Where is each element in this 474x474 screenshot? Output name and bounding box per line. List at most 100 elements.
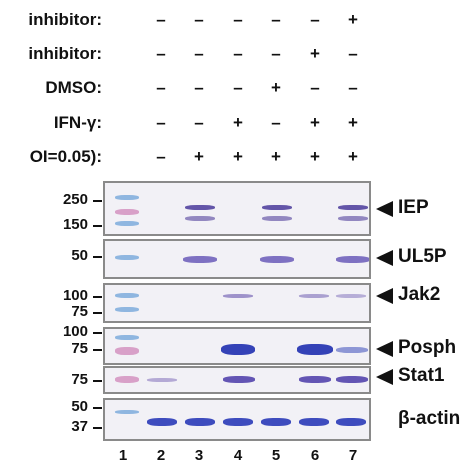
- iep-band: [262, 216, 292, 221]
- condition-label-inhibitor-1: inhibitor:: [28, 10, 102, 29]
- ladder-band: [115, 255, 139, 260]
- mw-tick: [93, 312, 102, 314]
- posph-band: [221, 344, 255, 355]
- condition-symbol: –: [156, 147, 166, 166]
- condition-symbol: +: [271, 78, 281, 97]
- jak2-band: [336, 294, 366, 298]
- posph-band: [297, 344, 333, 355]
- condition-symbol: –: [156, 44, 166, 63]
- condition-symbol: +: [348, 10, 358, 29]
- condition-symbol: +: [348, 147, 358, 166]
- iep-band: [185, 216, 215, 221]
- stat1-band: [223, 376, 255, 383]
- mw-label: 50: [71, 247, 88, 264]
- condition-symbol: –: [233, 78, 243, 97]
- iep-band: [338, 205, 368, 210]
- condition-label-moi: OI=0.05):: [29, 147, 102, 166]
- mw-tick: [93, 296, 102, 298]
- mw-label: 75: [71, 371, 88, 388]
- stat1-band: [336, 376, 368, 383]
- mw-label: 250: [62, 191, 88, 208]
- condition-symbol: +: [348, 113, 358, 132]
- stat1-band: [299, 376, 331, 383]
- iep-band: [338, 216, 368, 221]
- jak2-band: [223, 294, 253, 298]
- mw-label: 75: [71, 303, 88, 320]
- condition-symbol: –: [156, 10, 166, 29]
- lane-number: 7: [348, 447, 358, 464]
- arrow-icon: [376, 369, 393, 385]
- ul5p-band: [336, 256, 369, 263]
- actin-band: [223, 418, 253, 426]
- protein-label-ul5p: UL5P: [398, 246, 447, 267]
- blot-panel-jak2: [103, 283, 371, 323]
- condition-symbol: –: [348, 78, 358, 97]
- condition-symbol: –: [310, 78, 320, 97]
- posph-band: [336, 347, 368, 353]
- condition-symbol: –: [194, 10, 204, 29]
- ladder-band: [115, 347, 139, 355]
- mw-label: 100: [62, 323, 88, 340]
- ladder-band: [115, 410, 139, 414]
- arrow-icon: [376, 201, 393, 217]
- condition-symbol: –: [194, 78, 204, 97]
- lane-number: 2: [156, 447, 166, 464]
- condition-symbol: –: [156, 113, 166, 132]
- ladder-band: [115, 307, 139, 312]
- lane-number: 5: [271, 447, 281, 464]
- actin-band: [299, 418, 329, 426]
- actin-band: [336, 418, 366, 426]
- condition-symbol: +: [310, 147, 320, 166]
- mw-tick: [93, 332, 102, 334]
- mw-label: 150: [62, 216, 88, 233]
- jak2-band: [299, 294, 329, 298]
- mw-tick: [93, 200, 102, 202]
- mw-tick: [93, 349, 102, 351]
- iep-band: [185, 205, 215, 210]
- condition-symbol: +: [194, 147, 204, 166]
- mw-tick: [93, 427, 102, 429]
- mw-label: 75: [71, 340, 88, 357]
- mw-tick: [93, 407, 102, 409]
- arrow-icon: [376, 341, 393, 357]
- actin-band: [261, 418, 291, 426]
- protein-label-iep: IEP: [398, 197, 429, 218]
- condition-symbol: –: [233, 10, 243, 29]
- ul5p-band: [183, 256, 217, 263]
- condition-symbol: –: [194, 113, 204, 132]
- protein-label-posph: Posph: [398, 337, 457, 358]
- condition-symbol: –: [348, 44, 358, 63]
- protein-label-jak2: Jak2: [398, 284, 441, 305]
- lane-number: 4: [233, 447, 243, 464]
- condition-label-ifn: IFN-γ:: [53, 113, 102, 132]
- lane-number: 3: [194, 447, 204, 464]
- ul5p-band: [260, 256, 294, 263]
- iep-band: [262, 205, 292, 210]
- condition-symbol: +: [233, 113, 243, 132]
- blot-panel-iep: [103, 181, 371, 236]
- blot-panel-stat1: [103, 366, 371, 394]
- mw-label: 50: [71, 398, 88, 415]
- condition-symbol: +: [310, 44, 320, 63]
- condition-symbol: –: [194, 44, 204, 63]
- condition-symbol: –: [310, 10, 320, 29]
- condition-symbol: –: [233, 44, 243, 63]
- lane-number: 1: [118, 447, 128, 464]
- ladder-band: [115, 221, 139, 226]
- actin-band: [147, 418, 177, 426]
- blot-panel-beta-actin: [103, 398, 371, 441]
- blot-panel-ul5p: [103, 239, 371, 279]
- arrow-icon: [376, 250, 393, 266]
- condition-symbol: +: [310, 113, 320, 132]
- actin-band: [185, 418, 215, 426]
- stat1-band: [147, 378, 177, 382]
- protein-label-beta-actin: β-actin: [398, 408, 461, 429]
- arrow-icon: [376, 288, 393, 304]
- ladder-band: [115, 376, 139, 383]
- condition-symbol: +: [233, 147, 243, 166]
- condition-symbol: –: [271, 113, 281, 132]
- mw-tick: [93, 256, 102, 258]
- mw-tick: [93, 225, 102, 227]
- mw-tick: [93, 380, 102, 382]
